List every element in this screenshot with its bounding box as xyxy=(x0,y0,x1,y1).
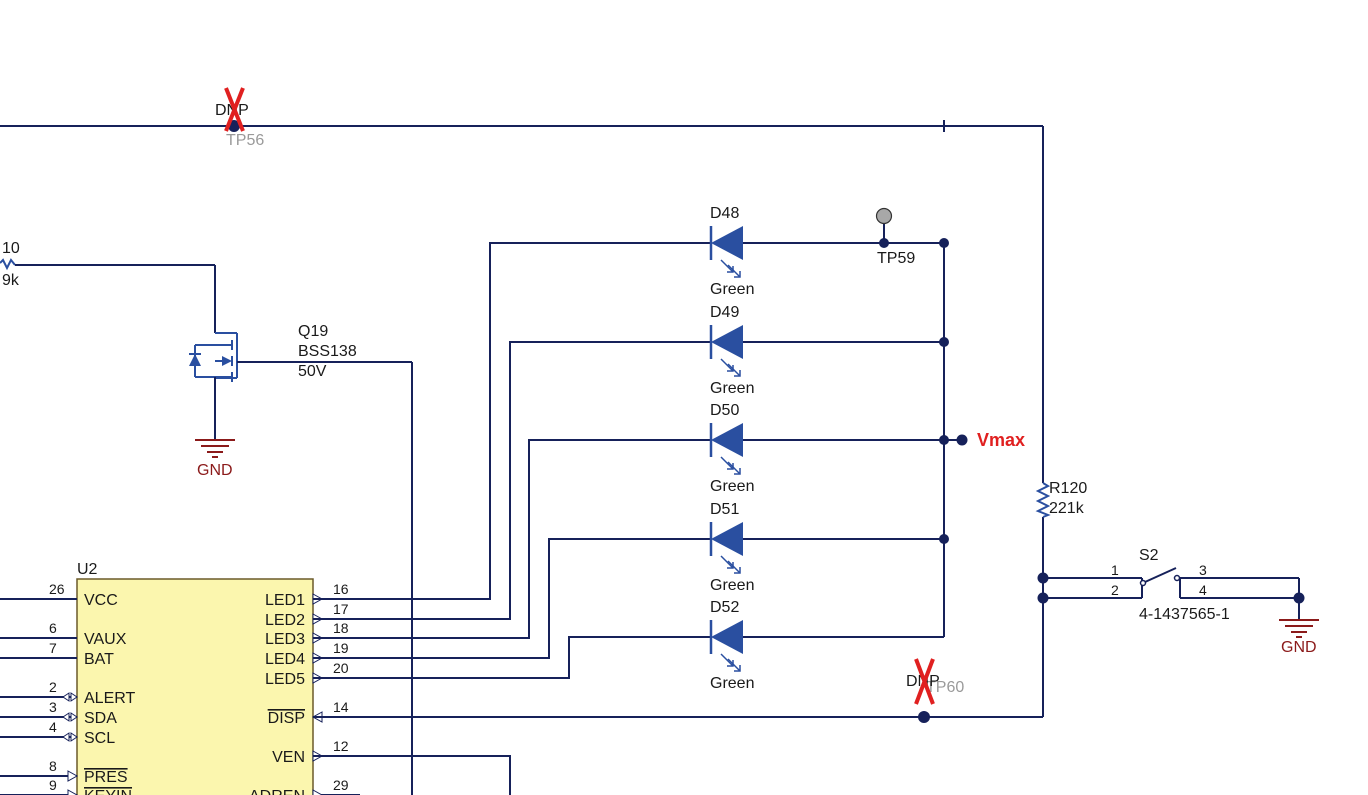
tp56-dnp-label: DNP xyxy=(215,102,249,119)
partial-resistor: 10 9k xyxy=(0,240,216,333)
partial-resistor-value: 9k xyxy=(2,272,20,289)
mosfet-q19[interactable]: Q19 BSS138 50V xyxy=(189,323,413,795)
diode-refdes: D52 xyxy=(710,599,739,616)
ic-right-pin-number: 16 xyxy=(333,581,349,597)
ic-right-pin-number: 12 xyxy=(333,738,349,754)
testpoint-tp59[interactable]: TP59 xyxy=(875,207,916,268)
diode-color-label: Green xyxy=(710,478,754,495)
gnd-label-1: GND xyxy=(197,462,233,479)
dnp-cross-icon xyxy=(224,87,245,132)
ic-right-pin-number: 19 xyxy=(333,640,349,656)
ic-left-pin-number: 3 xyxy=(49,699,57,715)
ic-right-pin-name: LED2 xyxy=(265,612,305,629)
ic-left-pin-number: 8 xyxy=(49,758,57,774)
s2-refdes: S2 xyxy=(1139,547,1159,564)
ic-left-pin-name: ALERT xyxy=(84,690,136,707)
ic-left-pin-number: 7 xyxy=(49,640,57,656)
diode-triangle-icon xyxy=(711,325,743,359)
q19-rating: 50V xyxy=(298,363,327,380)
light-emission-icon xyxy=(720,259,741,278)
r120-refdes: R120 xyxy=(1049,480,1087,497)
diode-color-label: Green xyxy=(710,380,754,397)
resistor-r120[interactable]: R120 221k xyxy=(1035,480,1087,518)
gnd-symbol-1: GND xyxy=(195,439,235,479)
diode-refdes: D49 xyxy=(710,304,739,321)
diode-refdes: D48 xyxy=(710,205,739,222)
diode-refdes: D51 xyxy=(710,501,739,518)
testpoint-tp60[interactable]: TP60 DNP xyxy=(906,658,964,723)
ic-left-pin-name: KEYIN xyxy=(84,788,132,795)
vmax-rail: Vmax xyxy=(743,238,1025,638)
ic-left-pin-number: 4 xyxy=(49,719,57,735)
ic-right-pin-name: LED1 xyxy=(265,592,305,609)
top-rail-wire xyxy=(0,120,1044,717)
ic-left-pin-number: 9 xyxy=(49,777,57,793)
s2-pin-1: 1 xyxy=(1111,562,1119,578)
ic-left-pin-name: PRES xyxy=(84,769,128,786)
ic-right-pin-name: DISP xyxy=(268,710,305,727)
ic-left-pin-name: VAUX xyxy=(84,631,127,648)
switch-s2[interactable]: S2 1 2 3 4 4-1437565-1 xyxy=(1037,547,1305,623)
ic-right-pin-name: LED4 xyxy=(265,651,305,668)
led-trace-wires xyxy=(313,242,1043,795)
light-emission-icon xyxy=(720,358,741,377)
diode-triangle-icon xyxy=(711,522,743,556)
ic-left-pin-name: BAT xyxy=(84,651,114,668)
ic-right-pin-name: ADREN xyxy=(249,788,305,795)
diode-triangle-icon xyxy=(711,423,743,457)
ic-right-pin-name: VEN xyxy=(272,749,305,766)
gnd-symbol-2: GND xyxy=(1279,619,1319,656)
s2-part: 4-1437565-1 xyxy=(1139,606,1230,623)
testpoint-circle-icon xyxy=(875,207,893,225)
ic-left-pin-name: SDA xyxy=(84,710,117,727)
ic-right-pin-name: LED5 xyxy=(265,671,305,688)
s2-pin-2: 2 xyxy=(1111,582,1119,598)
ic-body xyxy=(76,578,314,795)
tp56-refdes: TP56 xyxy=(226,132,264,149)
dnp-cross-icon xyxy=(914,658,935,705)
diode-color-label: Green xyxy=(710,281,754,298)
diode-refdes: D50 xyxy=(710,402,739,419)
r120-value: 221k xyxy=(1049,500,1085,517)
s2-pin-3: 3 xyxy=(1199,562,1207,578)
q19-part: BSS138 xyxy=(298,343,357,360)
ic-right-pin-number: 17 xyxy=(333,601,349,617)
diode-color-label: Green xyxy=(710,577,754,594)
ic-right-pin-number: 18 xyxy=(333,620,349,636)
testpoint-tp56[interactable]: DNP TP56 xyxy=(215,87,264,149)
ic-right-pin-number: 14 xyxy=(333,699,349,715)
diode-triangle-icon xyxy=(711,620,743,654)
u2-refdes: U2 xyxy=(77,561,98,578)
s2-pin-4: 4 xyxy=(1199,582,1207,598)
q19-refdes: Q19 xyxy=(298,323,328,340)
net-label-vmax: Vmax xyxy=(977,430,1025,450)
light-emission-icon xyxy=(720,653,741,672)
ic-left-pin-number: 26 xyxy=(49,581,65,597)
ic-right-pin-name: LED3 xyxy=(265,631,305,648)
ic-right-pin-number: 29 xyxy=(333,777,349,793)
diode-triangle-icon xyxy=(711,226,743,260)
ic-left-pin-name: VCC xyxy=(84,592,118,609)
tp60-refdes: TP60 xyxy=(926,679,964,696)
gnd-label-2: GND xyxy=(1281,639,1317,656)
partial-resistor-refdes: 10 xyxy=(2,240,20,257)
ic-left-pin-number: 2 xyxy=(49,679,57,695)
light-emission-icon xyxy=(720,456,741,475)
diode-color-label: Green xyxy=(710,675,754,692)
light-emission-icon xyxy=(720,555,741,574)
ic-right-pin-number: 20 xyxy=(333,660,349,676)
ic-left-pin-number: 6 xyxy=(49,620,57,636)
tp59-refdes: TP59 xyxy=(877,250,915,267)
ic-left-pin-name: SCL xyxy=(84,730,115,747)
